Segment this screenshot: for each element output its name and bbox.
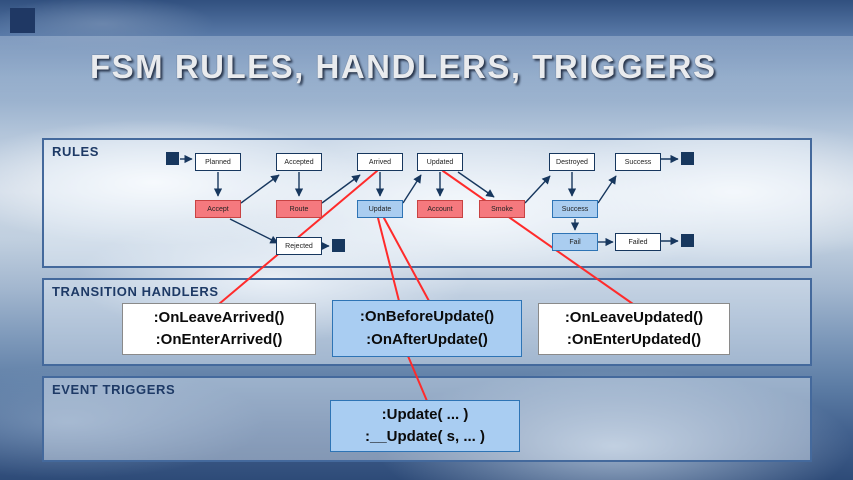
fsm-transition-fail: Fail (552, 233, 598, 251)
fsm-end-marker-rejected (332, 239, 345, 252)
handler-line: :OnLeaveUpdated() (564, 308, 704, 326)
event-triggers-panel-label: EVENT TRIGGERS (52, 382, 176, 397)
fsm-transition-success: Success (552, 200, 598, 218)
slide-title: FSM RULES, HANDLERS, TRIGGERS (90, 48, 717, 85)
title-band (0, 36, 853, 100)
fsm-state-destroyed: Destroyed (549, 153, 595, 171)
fsm-state-accepted: Accepted (276, 153, 322, 171)
fsm-transition-account: Account (417, 200, 463, 218)
fsm-transition-smoke: Smoke (479, 200, 525, 218)
fsm-transition-update: Update (357, 200, 403, 218)
handler-line: :OnLeaveArrived() (153, 308, 285, 326)
fsm-state-arrived: Arrived (357, 153, 403, 171)
fsm-state-updated: Updated (417, 153, 463, 171)
event-trigger-line: :Update( ... ) (381, 405, 469, 423)
handler-line: :OnBeforeUpdate() (359, 308, 495, 325)
transition-handlers-panel-label: TRANSITION HANDLERS (52, 284, 219, 299)
fsm-transition-route: Route (276, 200, 322, 218)
fsm-transition-accept: Accept (195, 200, 241, 218)
handler-box-update: :OnBeforeUpdate() :OnAfterUpdate() (332, 300, 522, 357)
handler-line: :OnAfterUpdate() (366, 330, 488, 348)
handler-line: :OnEnterArrived() (155, 331, 283, 348)
corner-accent-square (10, 8, 35, 33)
handler-line: :OnEnterUpdated() (566, 331, 702, 348)
event-trigger-box: :Update( ... ) :__Update( s, ... ) (330, 400, 520, 452)
fsm-end-marker-success (681, 152, 694, 165)
fsm-state-rejected: Rejected (276, 237, 322, 255)
fsm-state-success: Success (615, 153, 661, 171)
handler-box-arrived: :OnLeaveArrived() :OnEnterArrived() (122, 303, 316, 355)
fsm-state-failed: Failed (615, 233, 661, 251)
fsm-end-marker-failed (681, 234, 694, 247)
rules-panel-label: RULES (52, 144, 100, 159)
event-trigger-line: :__Update( s, ... ) (364, 428, 486, 445)
fsm-start-marker (166, 152, 179, 165)
handler-box-updated: :OnLeaveUpdated() :OnEnterUpdated() (538, 303, 730, 355)
fsm-state-planned: Planned (195, 153, 241, 171)
